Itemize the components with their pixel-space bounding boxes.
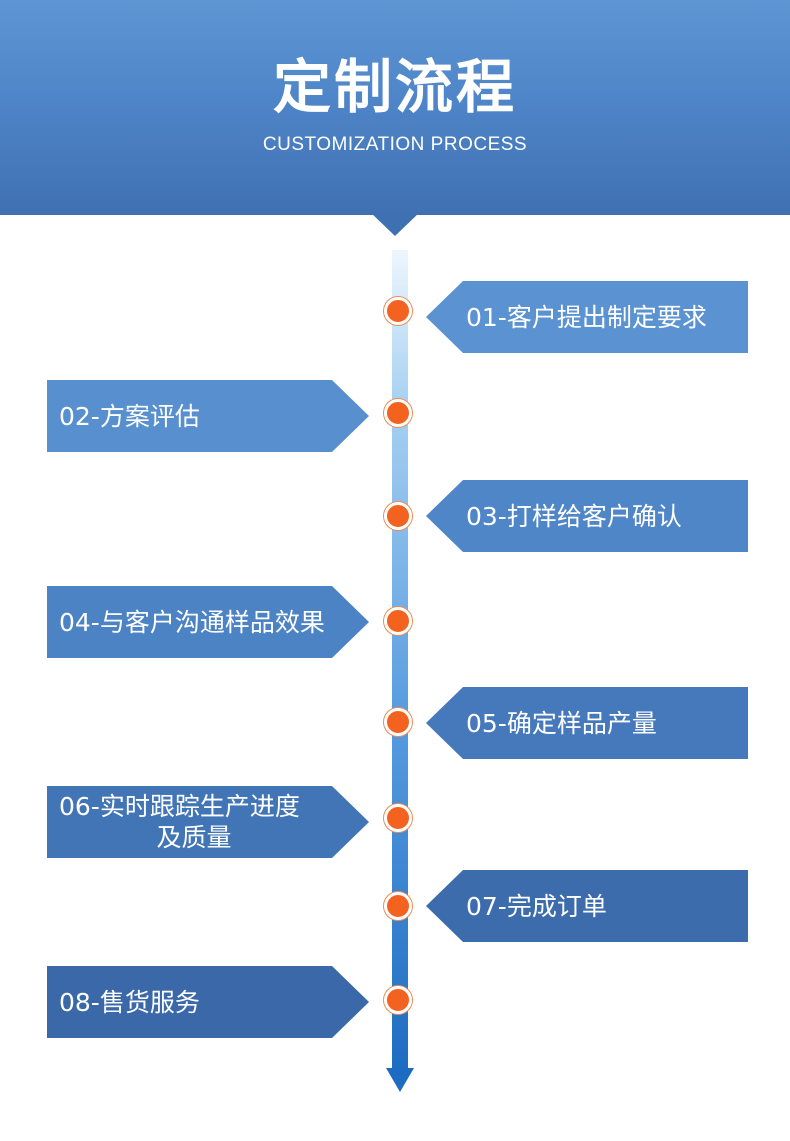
step-2-label-line-1: 02-方案评估 [59, 401, 200, 431]
step-2-arrow-shape [47, 380, 369, 452]
page-title: 定制流程 [272, 53, 517, 121]
timeline-axis [386, 250, 414, 1092]
step-4-arrow-shape [47, 586, 369, 658]
step-6-label: 06-实时跟踪生产进度及质量 [59, 786, 329, 858]
step-6-box: 06-实时跟踪生产进度及质量 [47, 786, 369, 858]
step-5-arrow-shape [426, 687, 748, 759]
step-7-node-dot [384, 892, 412, 920]
step-5-label: 05-确定样品产量 [466, 687, 738, 759]
step-6-node-dot [384, 804, 412, 832]
step-3-arrow-shape [426, 480, 748, 552]
step-8-arrow-shape [47, 966, 369, 1038]
timeline-line [392, 250, 408, 1070]
step-5-node-dot [384, 708, 412, 736]
step-7-label-line-1: 07-完成订单 [466, 891, 607, 921]
header-banner: 定制流程 CUSTOMIZATION PROCESS [0, 0, 790, 215]
step-1-box: 01-客户提出制定要求 [426, 281, 748, 353]
step-4-box: 04-与客户沟通样品效果 [47, 586, 369, 658]
step-1-label-line-1: 01-客户提出制定要求 [466, 302, 707, 332]
timeline-arrowhead [386, 1068, 414, 1092]
step-5-label-line-1: 05-确定样品产量 [466, 708, 657, 738]
step-3-box: 03-打样给客户确认 [426, 480, 748, 552]
step-6-label-line-1: 06-实时跟踪生产进度 [59, 792, 300, 821]
step-1-label: 01-客户提出制定要求 [466, 281, 738, 353]
step-2-node-dot [384, 399, 412, 427]
step-7-box: 07-完成订单 [426, 870, 748, 942]
step-1-node-dot [384, 297, 412, 325]
step-8-node-dot [384, 986, 412, 1014]
step-3-label: 03-打样给客户确认 [466, 480, 738, 552]
step-8-box: 08-售货服务 [47, 966, 369, 1038]
step-5-box: 05-确定样品产量 [426, 687, 748, 759]
step-3-label-line-1: 03-打样给客户确认 [466, 501, 682, 531]
step-1-arrow-shape [426, 281, 748, 353]
step-3-node-dot [384, 502, 412, 530]
step-2-box: 02-方案评估 [47, 380, 369, 452]
header-notch [370, 212, 420, 236]
step-2-label: 02-方案评估 [59, 380, 329, 452]
step-6-label-line-2: 及质量 [156, 823, 232, 852]
step-4-label-line-1: 04-与客户沟通样品效果 [59, 607, 325, 637]
step-7-label: 07-完成订单 [466, 870, 738, 942]
step-7-arrow-shape [426, 870, 748, 942]
step-6-arrow-shape [47, 786, 369, 858]
page-subtitle: CUSTOMIZATION PROCESS [262, 134, 528, 155]
step-8-label-line-1: 08-售货服务 [59, 987, 200, 1017]
step-8-label: 08-售货服务 [59, 966, 329, 1038]
step-4-node-dot [384, 607, 412, 635]
step-4-label: 04-与客户沟通样品效果 [59, 586, 329, 658]
